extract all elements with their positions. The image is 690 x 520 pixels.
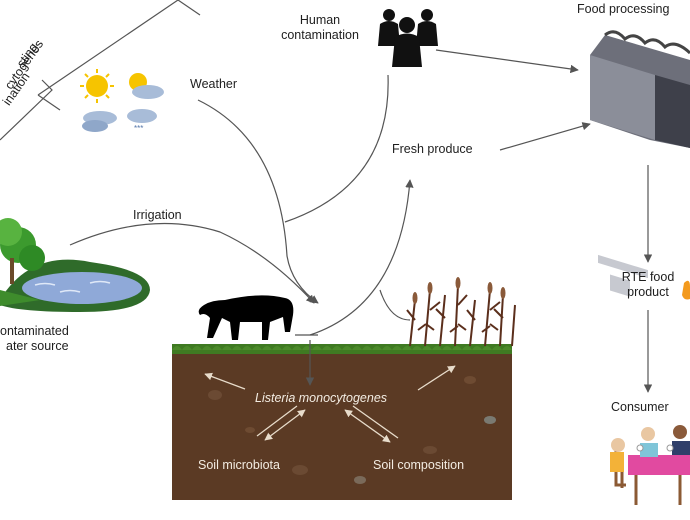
irrigation-label: Irrigation — [133, 208, 182, 222]
flow-arrows — [69, 49, 653, 392]
listeria-label: Listeria monocytogenes — [255, 391, 388, 405]
rte-food-label: RTE food product — [606, 270, 690, 300]
svg-text:***: *** — [134, 124, 143, 133]
factory-icon — [590, 30, 690, 297]
contaminated-water-label: ontaminated ater source — [0, 324, 69, 354]
contaminated-water-line-2: ater source — [6, 339, 69, 353]
consumers-icon — [610, 425, 690, 505]
consumer-label: Consumer — [611, 400, 669, 414]
soil-microbiota-label: Soil microbiota — [198, 458, 280, 472]
weather-icons: *** — [80, 69, 164, 133]
rte-food-icon — [682, 280, 690, 300]
bracket-lines — [0, 0, 201, 141]
soil-composition-label: Soil composition — [373, 458, 465, 472]
human-contamination-line-2: contamination — [281, 28, 359, 42]
soil-arrows — [204, 365, 456, 443]
contaminated-water-line-1: ontaminated — [0, 324, 69, 338]
cow-icon — [198, 295, 294, 340]
soil-block — [172, 344, 512, 500]
fresh-produce-label: Fresh produce — [392, 142, 473, 156]
crop-tips — [412, 277, 506, 304]
pond-icon — [0, 218, 150, 312]
crops-icon — [406, 284, 516, 347]
people-icon — [378, 9, 438, 67]
food-processing-label: Food processing — [577, 2, 670, 16]
rte-food-line-2: product — [627, 285, 669, 299]
human-contamination-line-1: Human — [299, 13, 341, 27]
rte-food-line-1: RTE food — [621, 270, 675, 284]
weather-label: Weather — [190, 77, 238, 91]
human-contamination-label: Human contamination — [260, 13, 380, 43]
